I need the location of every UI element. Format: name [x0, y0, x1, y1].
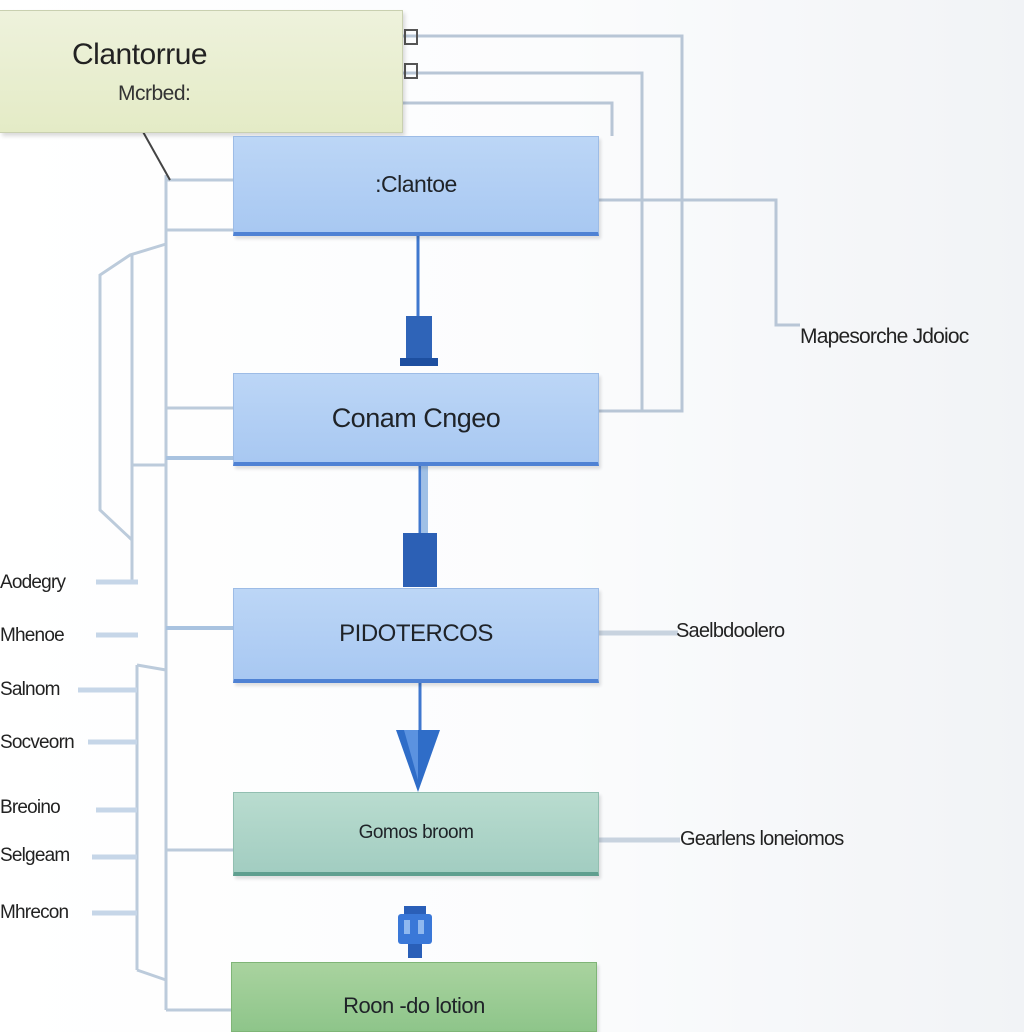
left-label-7: Mhrecon — [0, 902, 69, 923]
connector-cap-icon — [400, 316, 438, 366]
flow-box-4-label: Gomos broom — [358, 821, 474, 843]
left-label-1: Aodegry — [0, 572, 66, 593]
connector-block-icon — [403, 533, 437, 587]
flow-box-1-label: :Clantoe — [375, 171, 457, 197]
flow-box-4[interactable]: Gomos broom — [233, 792, 599, 876]
right-label-2: Saelbdoolero — [676, 620, 785, 642]
settings-icon[interactable] — [403, 28, 421, 84]
flow-box-5-label: Roon -do lotion — [343, 993, 485, 1018]
left-label-6: Selgeam — [0, 845, 70, 866]
header-title: Clantorrue — [72, 37, 208, 71]
flow-box-2-label: Conam Cngeo — [331, 402, 501, 433]
left-label-5: Breoino — [0, 797, 61, 818]
flow-box-3[interactable]: PIDOTERCOS — [233, 588, 599, 683]
arrow-down-icon — [396, 730, 440, 792]
flow-box-5[interactable]: Roon -do lotion — [231, 962, 597, 1032]
left-label-2: Mhenoe — [0, 625, 65, 646]
left-label-4: Socveorn — [0, 732, 75, 753]
flow-box-1[interactable]: :Clantoe — [233, 136, 599, 236]
left-label-3: Salnom — [0, 679, 60, 700]
plug-icon — [398, 906, 432, 958]
flow-box-2[interactable]: Conam Cngeo — [233, 373, 599, 466]
flow-box-3-label: PIDOTERCOS — [339, 620, 493, 647]
right-label-1: Mapesorche Jdoioc — [800, 325, 969, 348]
header-subtitle: Mcrbed: — [118, 81, 191, 105]
right-label-3: Gearlens loneiomos — [680, 828, 844, 850]
header-box: Clantorrue Mcrbed: — [0, 10, 403, 133]
